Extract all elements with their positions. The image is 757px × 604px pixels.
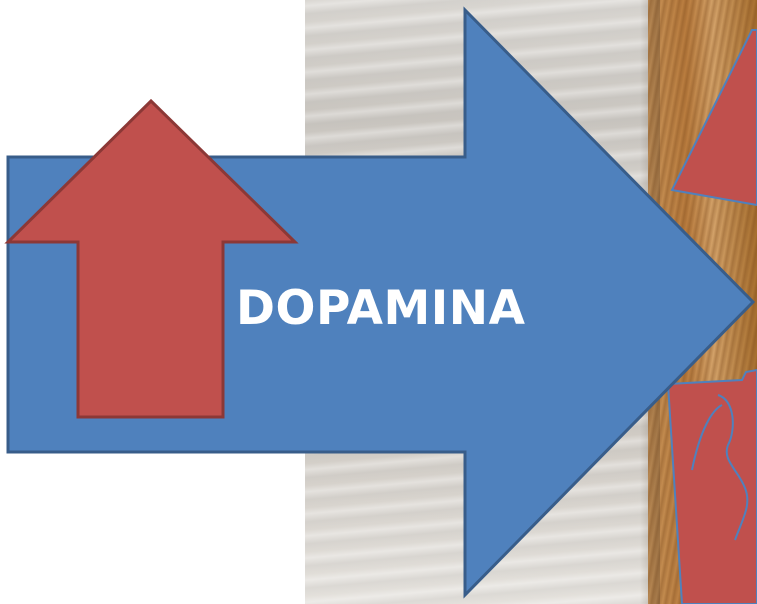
red-triangle-shape	[672, 30, 757, 205]
dopamina-label: DOPAMINA	[236, 274, 596, 344]
